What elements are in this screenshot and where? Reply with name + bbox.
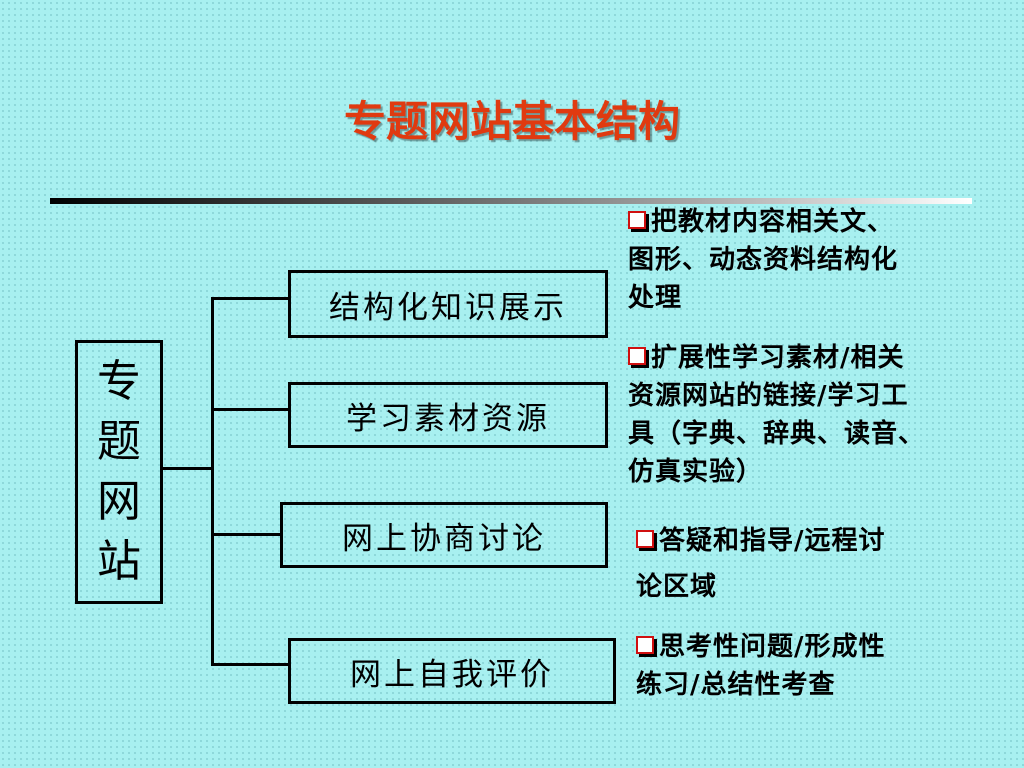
square-bullet-icon (628, 347, 646, 365)
note-line: 处理 (628, 283, 683, 313)
note-line: 仿真实验） (628, 457, 764, 487)
note-line: 思考性问题/形成性 (636, 628, 886, 666)
note-line: 答疑和指导/远程讨 (636, 518, 886, 564)
branch-box-learning-resources: 学习素材资源 (288, 382, 608, 448)
branch-connector-line (211, 533, 282, 536)
root-char: 专 (97, 356, 141, 407)
square-bullet-icon (628, 211, 646, 229)
branch-connector-line (211, 408, 290, 411)
title-divider (50, 198, 972, 204)
branch-box-knowledge-display: 结构化知识展示 (288, 270, 608, 338)
note-line: 扩展性学习素材/相关 (628, 339, 925, 377)
note-self-assessment: 思考性问题/形成性 练习/总结性考查 (636, 628, 886, 704)
square-bullet-icon (636, 530, 654, 548)
note-learning-resources: 扩展性学习素材/相关 资源网站的链接/学习工 具（字典、辞典、读音、 仿真实验） (628, 339, 925, 491)
branch-connector-line (211, 297, 290, 300)
square-bullet-icon (636, 636, 654, 654)
root-char: 题 (97, 416, 141, 467)
note-knowledge-display: 把教材内容相关文、 图形、动态资料结构化 处理 (628, 203, 898, 317)
note-line: 具（字典、辞典、读音、 (628, 419, 926, 449)
note-online-discussion: 答疑和指导/远程讨 论区域 (636, 518, 886, 610)
note-line: 论区域 (636, 572, 718, 602)
branch-box-self-assessment: 网上自我评价 (288, 638, 616, 704)
note-line: 练习/总结性考查 (636, 670, 836, 700)
root-connector-line (163, 467, 214, 470)
root-char: 网 (97, 476, 141, 527)
branch-connector-line (211, 663, 290, 666)
root-char: 站 (97, 536, 141, 587)
branch-box-online-discussion: 网上协商讨论 (280, 502, 608, 568)
note-line: 资源网站的链接/学习工 (628, 381, 909, 411)
page-title: 专题网站基本结构 (343, 97, 680, 146)
note-line: 把教材内容相关文、 (628, 203, 898, 241)
trunk-line (211, 297, 214, 665)
root-node-box: 专 题 网 站 (75, 340, 163, 604)
note-line: 图形、动态资料结构化 (628, 245, 899, 275)
